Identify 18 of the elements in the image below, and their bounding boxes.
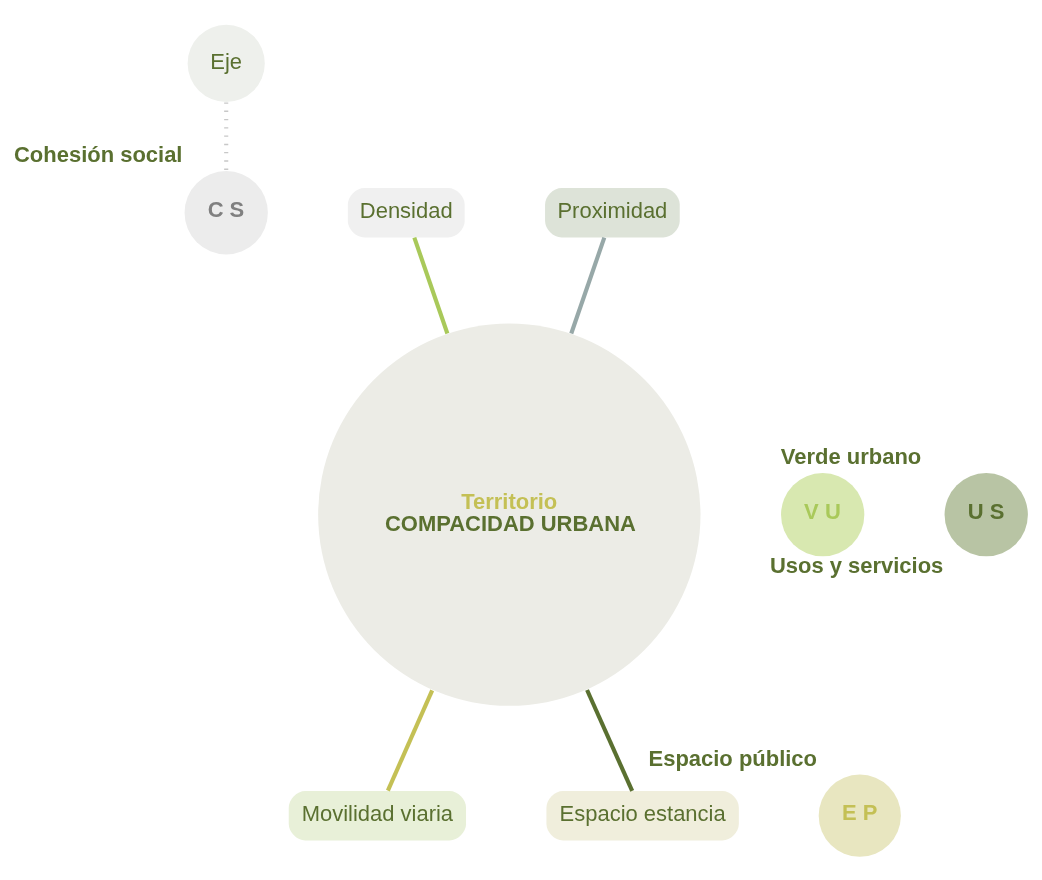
node-box: Proximidad <box>545 187 680 237</box>
node-circle: C S <box>184 170 268 254</box>
node-box: Movilidad viaria <box>288 790 467 840</box>
node-label: Espacio público <box>648 745 818 771</box>
node-circle: V U <box>781 472 865 556</box>
node-box: Densidad <box>347 187 465 237</box>
node-circle: Eje <box>187 24 265 102</box>
connector <box>569 236 607 334</box>
node-circle: Territorio COMPACIDAD URBANA <box>318 323 701 706</box>
node-label: Cohesión social <box>13 141 183 167</box>
node-label: Verde urbano <box>780 443 922 469</box>
node-circle: U S <box>944 472 1028 556</box>
connector <box>412 236 450 334</box>
connector <box>386 689 435 791</box>
connector <box>585 688 635 792</box>
node-circle: E P <box>818 774 901 857</box>
connector <box>224 102 229 171</box>
node-box: Espacio estancia <box>546 790 739 840</box>
